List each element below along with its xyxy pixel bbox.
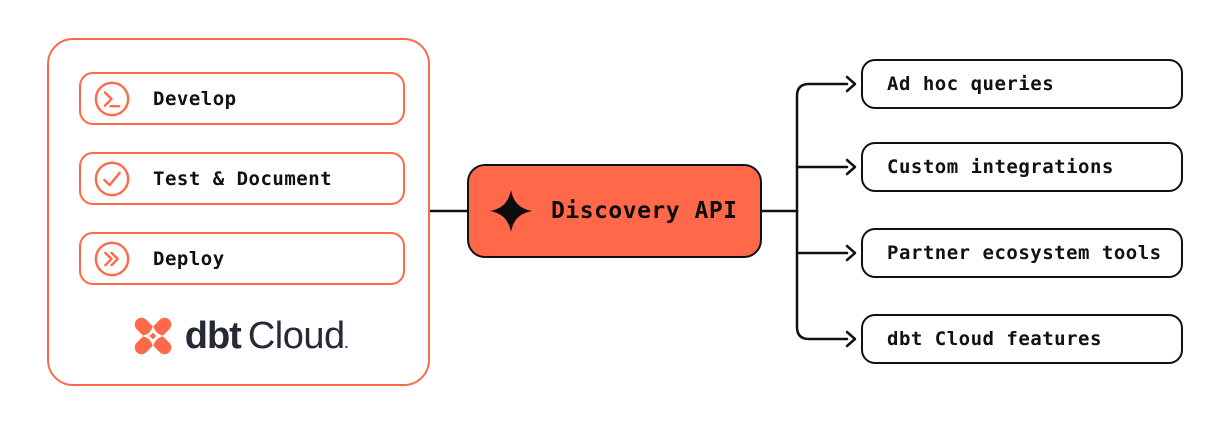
arrowhead-2	[845, 158, 857, 176]
output-label: Partner ecosystem tools	[887, 242, 1162, 264]
step-deploy-label: Deploy	[153, 247, 225, 270]
output-partner-ecosystem-tools: Partner ecosystem tools	[861, 228, 1183, 278]
step-develop: Develop	[79, 72, 405, 125]
sparkle-icon	[489, 189, 533, 233]
step-test-document-label: Test & Document	[153, 167, 333, 190]
deploy-chevrons-icon	[94, 241, 130, 276]
discovery-api-label: Discovery API	[551, 198, 738, 224]
step-deploy: Deploy	[79, 232, 405, 285]
dbt-logo-text-bold: dbt	[184, 315, 242, 357]
step-develop-label: Develop	[153, 87, 237, 110]
arrowhead-top	[845, 75, 857, 93]
output-custom-integrations: Custom integrations	[861, 142, 1183, 192]
dbt-logo-text-regular: Cloud	[247, 315, 345, 357]
output-label: Ad hoc queries	[887, 73, 1055, 95]
terminal-prompt-icon	[94, 81, 130, 116]
edge-branch-top	[795, 82, 849, 213]
check-circle-icon	[94, 161, 130, 196]
output-label: Custom integrations	[887, 156, 1114, 178]
output-label: dbt Cloud features	[887, 328, 1102, 350]
edge-branch-bottom	[795, 209, 849, 341]
dbt-cloud-panel: Develop Test & Document Deploy	[47, 38, 430, 386]
discovery-api-node: Discovery API	[467, 164, 762, 258]
arrowhead-bottom	[845, 330, 857, 348]
dbt-logo-mark	[134, 317, 172, 355]
dbt-logo-text-suffix: .	[344, 336, 349, 351]
output-ad-hoc-queries: Ad hoc queries	[861, 59, 1183, 109]
step-test-document: Test & Document	[79, 152, 405, 205]
output-dbt-cloud-features: dbt Cloud features	[861, 314, 1183, 364]
arrowhead-3	[845, 244, 857, 262]
